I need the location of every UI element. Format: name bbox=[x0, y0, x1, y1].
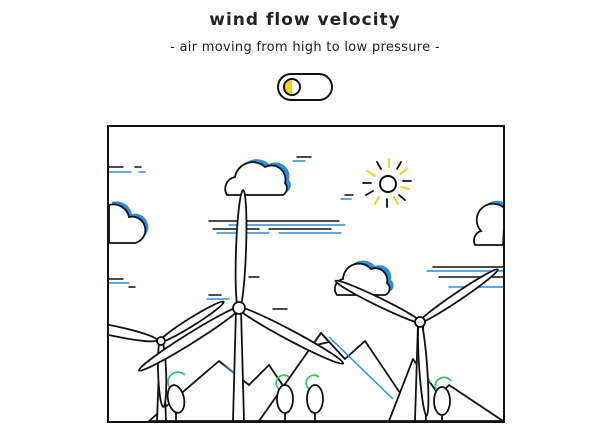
animation-toggle[interactable] bbox=[277, 73, 333, 101]
cloud-icon bbox=[224, 159, 291, 196]
tree-icon bbox=[275, 374, 294, 421]
wind-scene-illustration bbox=[107, 125, 505, 423]
tree-icon bbox=[166, 371, 186, 421]
toggle-knob[interactable] bbox=[283, 78, 301, 96]
wind-turbine-icon bbox=[334, 268, 499, 421]
tree-icon bbox=[305, 374, 324, 421]
page-subtitle: - air moving from high to low pressure - bbox=[170, 40, 440, 55]
sun-icon bbox=[362, 158, 412, 208]
tree-icon bbox=[433, 376, 452, 421]
wind-lines bbox=[109, 156, 503, 310]
cloud-icon bbox=[109, 201, 149, 244]
cloud-icon bbox=[473, 200, 503, 246]
wind-turbine-icon bbox=[137, 189, 345, 421]
page-title: wind flow velocity bbox=[209, 10, 401, 30]
cloud-icon bbox=[334, 260, 394, 296]
